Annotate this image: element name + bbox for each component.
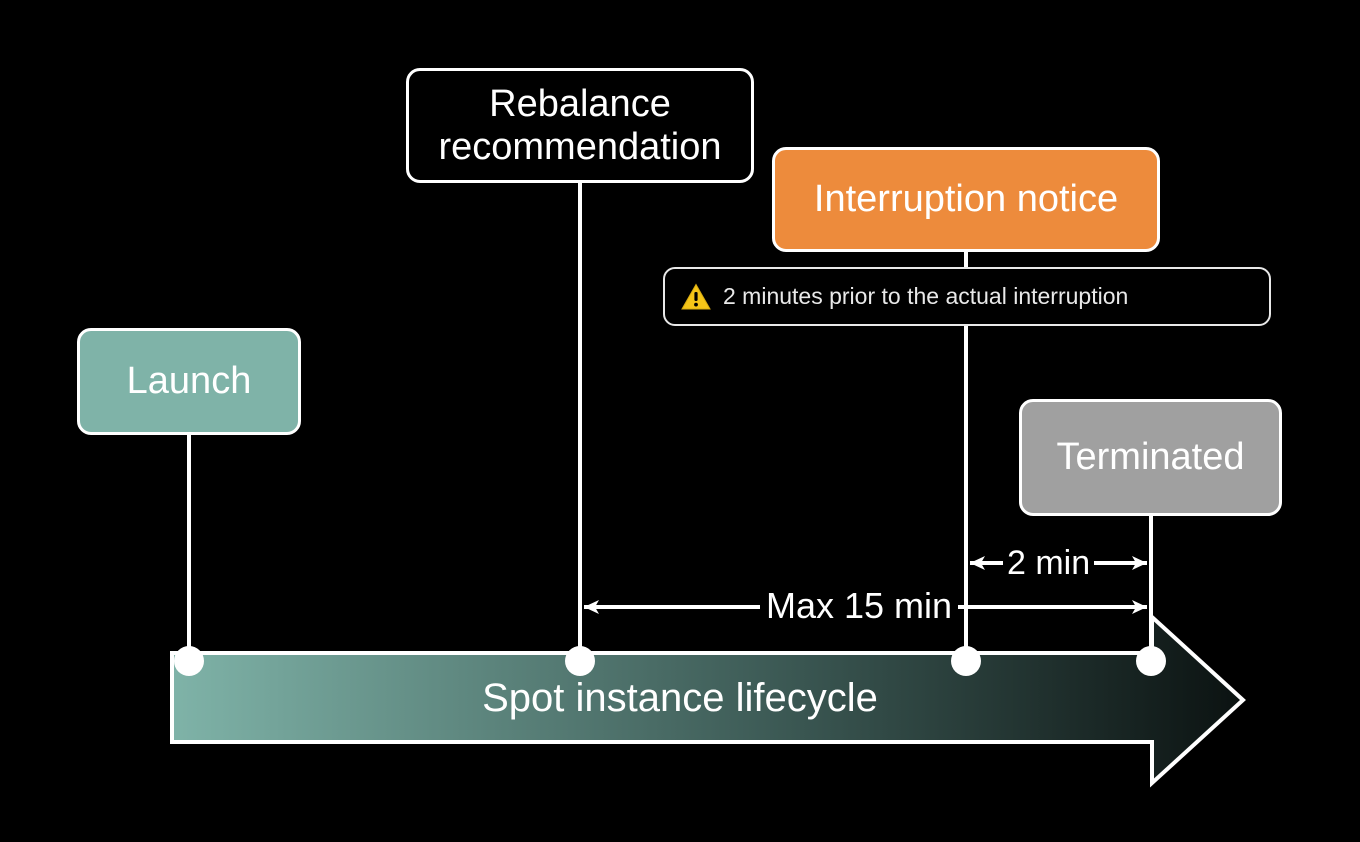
callout-interruption-timing: 2 minutes prior to the actual interrupti… [663, 267, 1271, 326]
dimension-label-2-min: 2 min [1003, 541, 1095, 585]
terminated-marker [1136, 646, 1166, 676]
lifecycle-arrow-bar [170, 612, 1246, 788]
node-launch[interactable]: Launch [77, 328, 301, 435]
node-launch-label: Launch [126, 360, 252, 403]
node-rebalance-recommendation[interactable]: Rebalance recommendation [406, 68, 754, 183]
node-rebalance-label-line1: Rebalance [489, 82, 671, 125]
interruption-marker [951, 646, 981, 676]
node-rebalance-label-line2: recommendation [438, 125, 722, 168]
launch-marker [174, 646, 204, 676]
node-terminated-label: Terminated [1056, 436, 1245, 479]
node-interruption-label: Interruption notice [813, 178, 1119, 221]
node-terminated[interactable]: Terminated [1019, 399, 1282, 516]
rebalance-marker [565, 646, 595, 676]
node-interruption-notice[interactable]: Interruption notice [772, 147, 1160, 252]
dimension-label-max-15-min: Max 15 min [760, 583, 959, 629]
callout-text: 2 minutes prior to the actual interrupti… [723, 283, 1129, 309]
warning-triangle-icon [681, 282, 711, 309]
